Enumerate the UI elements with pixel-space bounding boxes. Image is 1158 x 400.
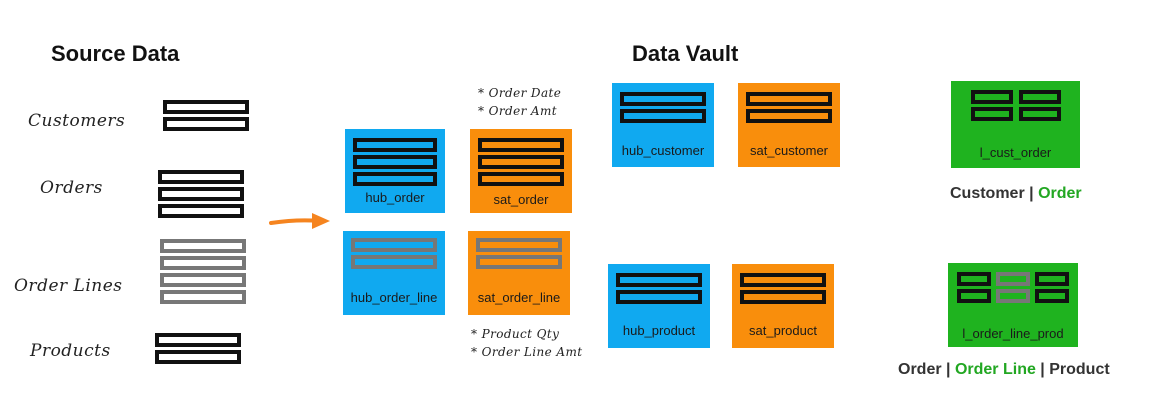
link-cust-order-table-icon — [971, 90, 1061, 121]
hub-customer-label: hub_customer — [621, 143, 705, 158]
sat-order-table-icon — [478, 138, 564, 186]
hub-order-box: hub_order — [345, 129, 445, 213]
hub-order-line-table-icon — [351, 238, 437, 269]
transform-arrow-icon — [269, 213, 330, 229]
hub-product-label: hub_product — [622, 323, 696, 338]
link-order-line-prod-label: l_order_line_prod — [962, 326, 1064, 341]
sat-order-label: sat_order — [493, 192, 549, 207]
source-label-order-lines: Order Lines — [14, 276, 123, 296]
relation-separator-2: | — [1035, 361, 1050, 378]
source-label-customers: Customers — [28, 111, 126, 131]
data-vault-heading: Data Vault — [632, 41, 739, 66]
note-product-qty: * Product Qty — [471, 327, 560, 341]
sat-customer-table-icon — [746, 92, 832, 123]
sat-order-line-table-icon — [476, 238, 562, 269]
sat-customer-box: sat_customer — [738, 83, 840, 167]
sat-order-line-box: sat_order_line — [468, 231, 570, 315]
cust-order-relation: Customer | Order — [950, 185, 1082, 203]
relation-order-highlight: Order — [1038, 185, 1082, 202]
order-line-prod-relation: Order | Order Line | Product — [898, 361, 1110, 379]
source-data-heading: Source Data — [51, 41, 180, 66]
relation-customer: Customer — [950, 185, 1025, 202]
link-order-line-prod-table-icon — [957, 272, 1069, 303]
sat-order-box: sat_order — [470, 129, 572, 213]
relation-order: Order — [898, 361, 942, 378]
sat-product-box: sat_product — [732, 264, 834, 348]
hub-product-table-icon — [616, 273, 702, 304]
order-notes: * Order Date * Order Amt — [478, 84, 561, 120]
hub-order-label: hub_order — [365, 190, 425, 205]
relation-separator-1: | — [941, 361, 955, 378]
relation-separator: | — [1024, 185, 1039, 202]
link-order-line-prod-box: l_order_line_prod — [948, 263, 1078, 347]
sat-product-label: sat_product — [749, 323, 817, 338]
sat-customer-label: sat_customer — [749, 143, 829, 158]
order-line-notes: * Product Qty * Order Line Amt — [471, 325, 582, 361]
source-label-orders: Orders — [40, 178, 103, 198]
sat-product-table-icon — [740, 273, 826, 304]
sat-order-line-label: sat_order_line — [477, 290, 561, 305]
hub-order-table-icon — [353, 138, 437, 186]
hub-customer-table-icon — [620, 92, 706, 123]
hub-order-line-box: hub_order_line — [343, 231, 445, 315]
hub-product-box: hub_product — [608, 264, 710, 348]
order-lines-table-icon — [160, 239, 246, 304]
link-cust-order-box: l_cust_order — [951, 81, 1080, 168]
orders-table-icon — [158, 170, 244, 218]
note-order-amt: * Order Amt — [478, 104, 557, 118]
relation-order-line-highlight: Order Line — [954, 361, 1036, 378]
note-order-line-amt: * Order Line Amt — [471, 345, 583, 359]
hub-customer-box: hub_customer — [612, 83, 714, 167]
note-order-date: * Order Date — [478, 86, 562, 100]
hub-order-line-label: hub_order_line — [350, 290, 438, 305]
link-cust-order-label: l_cust_order — [979, 145, 1052, 160]
products-table-icon — [155, 333, 241, 364]
source-label-products: Products — [30, 341, 111, 361]
relation-product: Product — [1049, 361, 1110, 378]
customers-table-icon — [163, 100, 249, 131]
